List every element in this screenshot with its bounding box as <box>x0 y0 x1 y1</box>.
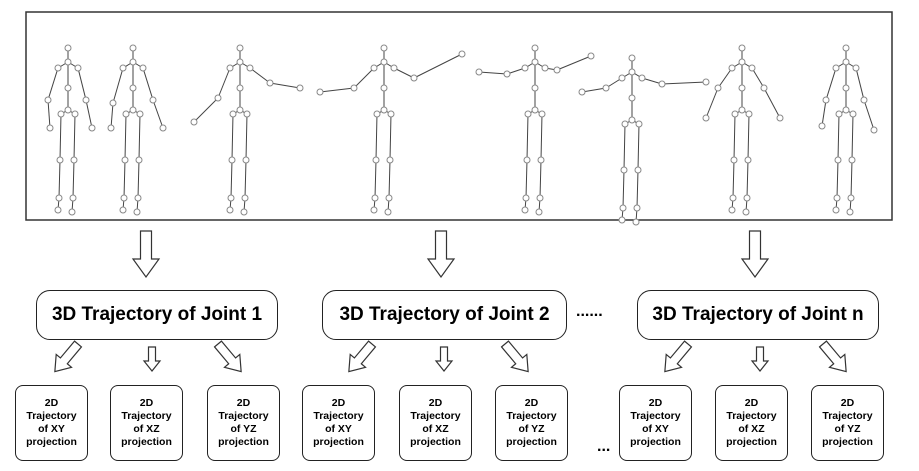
skeleton-figure-5 <box>475 44 595 216</box>
proj-line: Trajectory <box>630 410 681 422</box>
proj-line: of YZ <box>834 423 861 435</box>
arrow-joint-2-to-xy <box>348 340 377 373</box>
skeleton-figure-8 <box>818 44 878 216</box>
proj-line: 2D <box>840 397 855 409</box>
proj-line: Trajectory <box>218 410 269 422</box>
skeleton-figure-6 <box>578 54 710 226</box>
arrow-panel-to-joint-n <box>740 230 770 279</box>
ellipsis-bottom: ... <box>597 438 611 455</box>
proj-line: projection <box>410 436 461 448</box>
ellipsis-middle: ...... <box>576 303 603 320</box>
joint-n-trajectory-box: 3D Trajectory of Joint n <box>637 290 879 340</box>
proj-line: of XY <box>642 423 669 435</box>
arrow-joint-1-to-xz <box>142 346 162 372</box>
proj-line: Trajectory <box>121 410 172 422</box>
skeleton-frame <box>25 11 893 221</box>
arrow-panel-to-joint-2 <box>426 230 456 279</box>
proj-line: 2D <box>428 397 443 409</box>
proj-line: of XY <box>325 423 352 435</box>
proj-line: projection <box>218 436 269 448</box>
proj-line: projection <box>121 436 172 448</box>
proj-line: 2D <box>139 397 154 409</box>
arrow-joint-1-to-yz <box>213 340 242 373</box>
proj-line: projection <box>26 436 77 448</box>
proj-line: Trajectory <box>726 410 777 422</box>
arrow-joint-n-to-xz <box>750 346 770 372</box>
proj-line: projection <box>313 436 364 448</box>
joint-2-trajectory-box: 3D Trajectory of Joint 2 <box>322 290 567 340</box>
proj-line: 2D <box>744 397 759 409</box>
proj-line: Trajectory <box>26 410 77 422</box>
flow-arrows <box>54 230 847 373</box>
proj-line: of XZ <box>422 423 449 435</box>
proj-line: 2D <box>236 397 251 409</box>
arrow-joint-1-to-xy <box>54 340 83 373</box>
proj-line: Trajectory <box>822 410 873 422</box>
arrow-joint-n-to-xy <box>664 340 693 373</box>
proj-line: projection <box>726 436 777 448</box>
arrow-joint-2-to-yz <box>500 340 529 373</box>
skeleton-figures <box>44 44 878 226</box>
arrow-joint-n-to-yz <box>818 340 847 373</box>
proj-line: of XY <box>38 423 65 435</box>
arrow-joint-2-to-xz <box>434 346 454 372</box>
joint-1-trajectory-box: 3D Trajectory of Joint 1 <box>36 290 278 340</box>
proj-line: projection <box>630 436 681 448</box>
skeleton-figure-2 <box>107 44 167 216</box>
proj-line: Trajectory <box>410 410 461 422</box>
proj-line: Trajectory <box>506 410 557 422</box>
proj-line: 2D <box>524 397 539 409</box>
proj-line: of YZ <box>518 423 545 435</box>
skeleton-figure-3 <box>190 44 304 216</box>
proj-line: 2D <box>331 397 346 409</box>
proj-line: projection <box>822 436 873 448</box>
proj-line: of YZ <box>230 423 257 435</box>
proj-line: projection <box>506 436 557 448</box>
arrow-panel-to-joint-1 <box>131 230 161 279</box>
proj-line: Trajectory <box>313 410 364 422</box>
proj-line: of XZ <box>738 423 765 435</box>
proj-line: of XZ <box>133 423 160 435</box>
proj-line: 2D <box>648 397 663 409</box>
skeleton-figure-7 <box>702 44 784 216</box>
skeleton-figure-4 <box>316 44 466 216</box>
proj-line: 2D <box>44 397 59 409</box>
skeleton-figure-1 <box>44 44 96 216</box>
